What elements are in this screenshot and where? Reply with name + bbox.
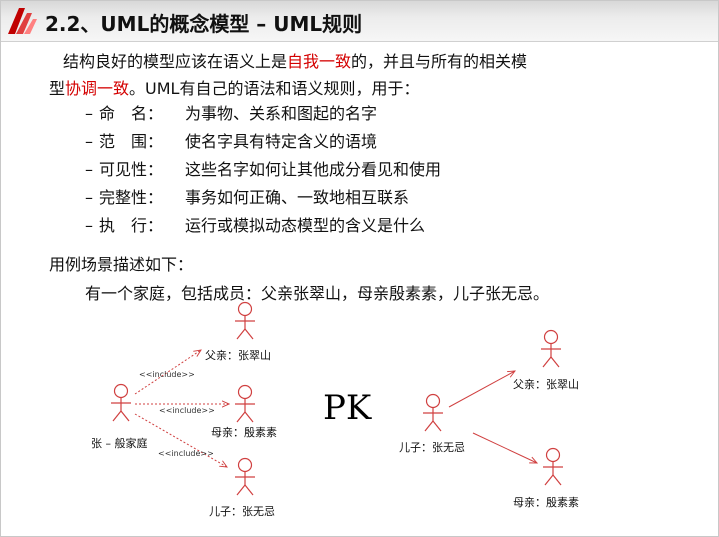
family-actor [110,383,132,422]
include-label-3: <<include>> [158,449,214,458]
son-actor [234,457,256,496]
intro-line-2: 型协调一致。UML有自己的语法和语义规则，用于： [49,79,420,98]
logo-icon [8,8,37,34]
father-actor [234,301,256,340]
scenario-heading: 用例场景描述如下： [49,255,194,274]
mother-actor-right [542,447,564,486]
page-title: 2.2、UML的概念模型 – UML规则 [45,12,363,36]
son-actor-right [422,393,444,432]
arrow-to-mother [472,432,537,463]
pk-text: PK [323,388,372,428]
father-label: 父亲：张翠山 [205,348,271,362]
list-item: –完整性：事务如何正确、一致地相互联系 [85,188,410,207]
include-label-2: <<include>> [159,406,215,415]
mother-label-right: 母亲：殷素素 [513,495,579,509]
son-label-right: 儿子：张无忌 [399,441,465,454]
father-actor-right [540,329,562,368]
title-bar: 2.2、UML的概念模型 – UML规则 [1,1,718,42]
highlight-self-consistent: 自我一致 [287,52,352,71]
intro-line-1: 结构良好的模型应该在语义上是自我一致的，并且与所有的相关模 [63,52,528,71]
list-item: –命 名：为事物、关系和图起的名字 [85,104,378,123]
arrow-to-father [448,371,515,408]
list-item: –范 围：使名字具有特定含义的语境 [85,132,378,151]
right-diagram: 儿子：张无忌 父亲：张翠山 母亲：殷素素 [399,329,579,509]
mother-actor [234,384,256,423]
list-item: –可见性：这些名字如何让其他成分看见和使用 [85,160,442,179]
left-diagram: <<include>> <<include>> <<include>> 张 – … [91,301,277,518]
rules-list: –命 名：为事物、关系和图起的名字 –范 围：使名字具有特定含义的语境 –可见性… [85,100,441,240]
family-label: 张 – 般家庭 [91,436,148,450]
list-item: –执 行：运行或模拟动态模型的含义是什么 [85,216,426,235]
include-arrow-father [134,350,201,395]
son-label: 儿子：张无忌 [209,505,275,518]
father-label-right: 父亲：张翠山 [513,377,579,391]
scenario-text: 有一个家庭，包括成员：父亲张翠山，母亲殷素素，儿子张无忌。 [85,284,550,303]
include-arrow-son [134,413,227,467]
highlight-coordinated: 协调一致 [65,79,130,98]
include-label-1: <<include>> [139,370,195,379]
mother-label: 母亲：殷素素 [211,425,277,439]
